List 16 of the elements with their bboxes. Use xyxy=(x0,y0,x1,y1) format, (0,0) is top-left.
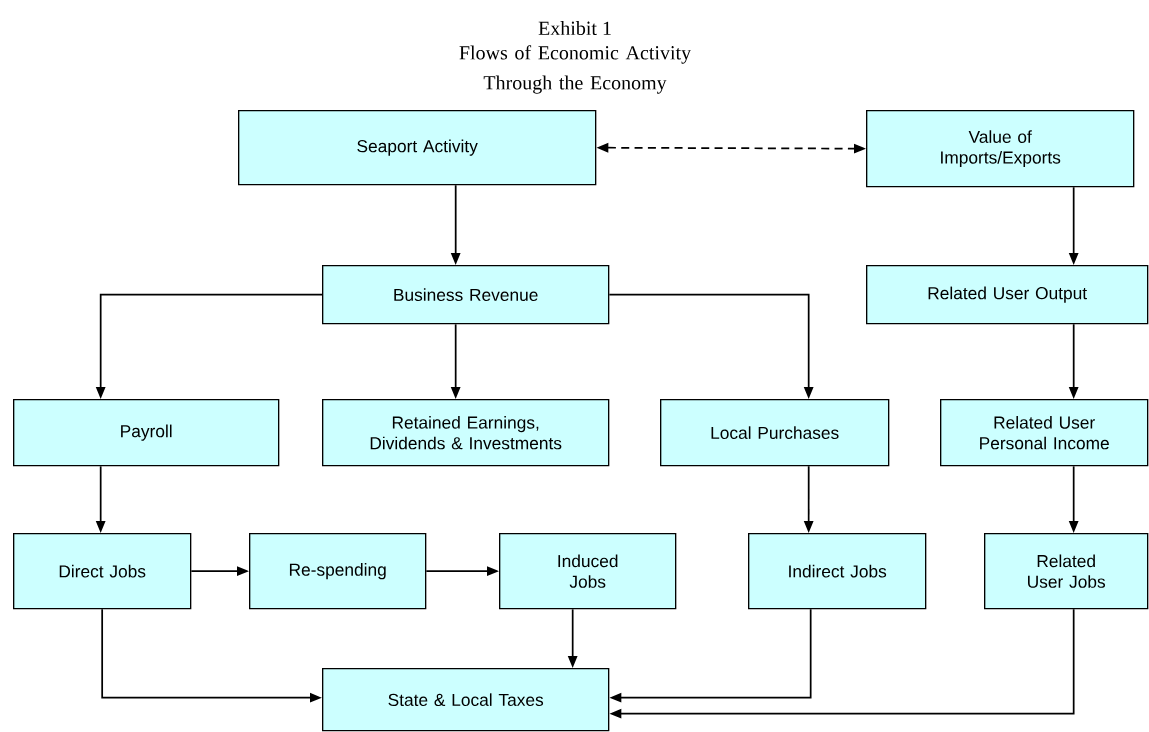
process-box: Related User Personal Income xyxy=(940,399,1149,467)
process-box: Indirect Jobs xyxy=(748,533,927,610)
process-box: State & Local Taxes xyxy=(322,668,610,732)
process-box: Related User Output xyxy=(866,265,1149,325)
process-box: Payroll xyxy=(13,399,280,467)
title: Exhibit 1 xyxy=(538,21,611,36)
process-box: Business Revenue xyxy=(322,265,610,325)
process-box: Local Purchases xyxy=(660,399,890,467)
process-box: Related User Jobs xyxy=(984,533,1149,610)
process-box: Direct Jobs xyxy=(13,533,192,610)
process-box: Value of Imports/Exports xyxy=(866,110,1135,188)
process-box: Induced Jobs xyxy=(499,533,677,610)
process-box: Retained Earnings, Dividends & Investments xyxy=(322,399,610,467)
subtitle: Flows of Economic Activity Through the Economy xyxy=(459,45,691,94)
process-box: Re-spending xyxy=(249,533,427,610)
process-box: Seaport Activity xyxy=(238,110,597,186)
